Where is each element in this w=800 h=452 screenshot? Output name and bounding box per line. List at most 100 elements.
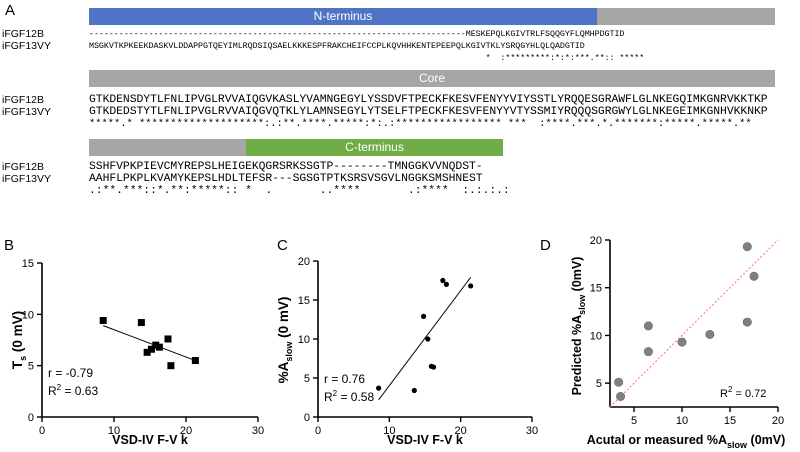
data-point: [430, 364, 437, 370]
r-squared-annotation-part: R: [720, 388, 728, 400]
y-axis-title: Predicted %Aslow (0mV): [570, 257, 587, 396]
x-axis-title: VSD-IV F-V k: [112, 433, 188, 447]
data-point: [164, 335, 172, 343]
x-axis-title-part: slow: [727, 440, 748, 450]
y-axis-title-part: s: [18, 356, 28, 361]
y-tick-label: 5: [28, 361, 34, 373]
x-tick-label: 30: [526, 425, 538, 437]
data-point: [749, 271, 759, 281]
y-axis-title-part: Predicted %A: [570, 315, 584, 396]
conservation-line: *****.* ********************:.:**.****.*…: [89, 118, 752, 130]
y-tick-label: 10: [298, 334, 310, 346]
x-tick-label: 10: [108, 425, 120, 437]
data-point: [376, 385, 382, 391]
y-tick-label: 20: [590, 235, 602, 247]
seq-name-ifgf12b: iFGF12B: [2, 94, 45, 106]
data-point: [137, 319, 145, 327]
seq-name-ifgf13vy: iFGF13VY: [2, 173, 52, 185]
n-terminus-grey-bar: [597, 8, 775, 25]
x-axis-title: VSD-IV F-V k: [387, 433, 463, 447]
data-point: [167, 362, 175, 370]
r-squared-annotation: R2 = 0.72: [720, 385, 766, 400]
sequence-line: GTKDENSDYTLFNLIPVGLRVVAIQGVKASLYVAMNGEGY…: [89, 94, 768, 106]
y-axis-title-part: (0 mV): [276, 297, 291, 342]
data-point: [420, 313, 427, 319]
panel-label-c: C: [277, 237, 288, 254]
y-axis-title-part: %A: [276, 361, 291, 383]
x-tick-label: 30: [252, 425, 264, 437]
data-point: [468, 283, 474, 289]
sequence-line: AAHFLPKPLKVAMYKEPSLHDLTEFSR---SGSGTPTKSR…: [89, 173, 483, 185]
data-point: [705, 329, 715, 339]
panel-label-a: A: [5, 2, 16, 19]
x-tick-label: 20: [455, 425, 467, 437]
data-point: [616, 392, 626, 402]
y-axis-title: Ts (0 mV): [10, 311, 28, 369]
n-terminus-bar: N-terminus: [89, 8, 597, 25]
r-squared-annotation-part: 2: [57, 383, 62, 392]
data-point: [147, 345, 155, 353]
x-tick-label: 0: [315, 425, 321, 437]
x-tick-label: 20: [180, 425, 192, 437]
y-tick-label: 15: [590, 283, 602, 295]
sequence-line: MSGKVTKPKEEKDASKVLDDAPPGTQEYIMLRQDSIQSAE…: [89, 41, 585, 51]
x-axis-title: Acutal or measured %Aslow (0mV): [587, 433, 786, 450]
r-squared-annotation: R2 = 0.63: [48, 383, 98, 398]
identity-line: [609, 239, 779, 408]
data-point: [643, 347, 653, 357]
data-point: [152, 341, 160, 349]
correlation-annotation: r = -0.79: [48, 366, 93, 380]
y-tick-label: 10: [22, 309, 34, 321]
data-point: [742, 317, 752, 327]
r-squared-annotation: R2 = 0.58: [324, 389, 374, 404]
x-tick-label: 20: [772, 415, 784, 427]
seq-name-ifgf12b: iFGF12B: [2, 161, 45, 173]
x-tick-label: 10: [676, 415, 688, 427]
r-squared-annotation-part: 2: [333, 389, 338, 398]
seq-name-ifgf13vy: iFGF13VY: [2, 106, 52, 118]
r-squared-annotation-part: R: [324, 390, 333, 404]
y-axis-title: %Aslow (0 mV): [276, 297, 294, 384]
x-axis-title-part: Acutal or measured %A: [587, 433, 727, 447]
y-tick-label: 5: [304, 373, 310, 385]
x-tick-label: 0: [39, 425, 45, 437]
y-tick-label: 0: [304, 412, 310, 424]
correlation-annotation: r = 0.76: [324, 372, 365, 386]
data-point: [440, 277, 446, 284]
x-tick-label: 15: [724, 415, 736, 427]
r-squared-annotation-part: = 0.58: [337, 390, 374, 404]
y-tick-label: 10: [590, 330, 602, 342]
y-axis-title-part: T: [10, 360, 25, 369]
y-axis-title-part: (0mV): [570, 257, 584, 295]
r-squared-annotation-part: 2: [728, 385, 733, 394]
x-tick-label: 5: [631, 415, 637, 427]
y-tick-label: 5: [596, 378, 602, 390]
conservation-line: .:**.***::*.**:*****:: * . ..**** .:****…: [89, 185, 510, 197]
sequence-line: GTKDEDSTYTLFNLIPVGLRVVAIQGVQTKLYLAMNSEGY…: [89, 106, 768, 118]
data-point: [191, 357, 199, 365]
data-point: [614, 377, 624, 387]
y-tick-label: 20: [298, 256, 310, 268]
sequence-line: SSHFVPKPIEVCMYREPSLHEIGEKQGRSRKSSGTP----…: [89, 161, 483, 173]
c-terminus-grey-bar: [89, 139, 246, 156]
y-axis-title-part: slow: [284, 341, 294, 362]
y-axis-title-part: (0 mV): [10, 311, 25, 356]
data-point: [99, 316, 107, 324]
conservation-line: * :*********:*:*:***.**:: *****: [89, 53, 645, 63]
data-point: [411, 387, 417, 394]
seq-name-ifgf13vy: iFGF13VY: [2, 40, 52, 52]
data-point: [155, 343, 163, 351]
regression-line: [103, 325, 196, 362]
c-terminus-bar: C-terminus: [246, 139, 503, 156]
y-tick-label: 15: [22, 258, 34, 270]
data-point: [425, 336, 431, 342]
x-axis-title-part: (0mV): [747, 433, 785, 447]
data-point: [677, 337, 687, 347]
data-point: [143, 348, 151, 356]
r-squared-annotation-part: = 0.72: [732, 388, 766, 400]
data-point: [443, 281, 449, 287]
sequence-line: ----------------------------------------…: [89, 29, 625, 39]
data-point: [643, 321, 653, 331]
panel-label-b: B: [4, 237, 15, 254]
